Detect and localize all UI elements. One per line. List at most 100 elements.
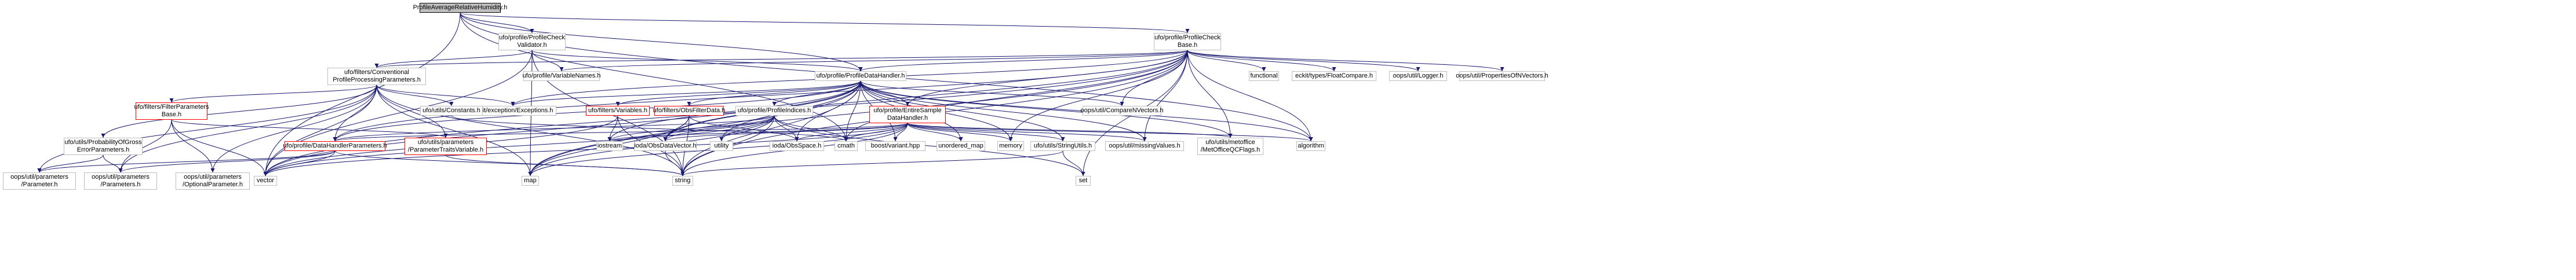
edge-pcheck_base-to-missing_values (1142, 50, 1188, 142)
edge-filter_params_base-to-vector (171, 119, 268, 176)
node-oops-parameter[interactable]: oops/util/parameters /Parameter.h (3, 172, 76, 190)
node-ufo-filters-variables[interactable]: ufo/filters/Variables.h (586, 106, 650, 116)
node-variable-names[interactable]: ufo/profile/VariableNames.h (523, 71, 600, 81)
edge-pcheck_base-to-algorithm (1187, 50, 1313, 142)
edge-data_handler-to-cmath (844, 80, 861, 142)
edge-pcheck_base-to-variable_names (559, 50, 1188, 72)
edge-constants-to-cmath (451, 115, 848, 142)
edge-prob_gross_error-to-oops_param (37, 154, 104, 173)
node-utility[interactable]: utility (710, 141, 733, 151)
edge-pcheck_base-to-float_compare (1187, 50, 1336, 72)
node-eckit-exceptions[interactable]: eckit/exception/Exceptions.h (469, 106, 556, 116)
node-map[interactable]: map (522, 176, 539, 186)
node-conventional-profile-processing-parameters[interactable]: ufo/filters/Conventional ProfileProcessi… (327, 68, 426, 85)
node-vector[interactable]: vector (254, 176, 277, 186)
edge-pcheck_base-to-vector (263, 50, 1188, 176)
edge-data_handler-to-ufo_variables (615, 80, 861, 106)
node-algorithm[interactable]: algorithm (1296, 141, 1325, 151)
node-boost-variant[interactable]: boost/variant.hpp (865, 141, 926, 151)
node-iostream[interactable]: iostream (596, 141, 623, 151)
edge-conv_params-to-oops_params (118, 84, 377, 173)
node-data-handler-parameters[interactable]: ufo/profile/DataHandlerParameters.h (283, 141, 387, 151)
edge-pcheck_validator-to-conv_params (374, 50, 533, 68)
edge-pcheck_base-to-logger (1187, 50, 1420, 72)
edge-conv_params-to-oops_param (37, 84, 377, 173)
node-profile-average-relative-humidity: ProfileAverageRelativeHumidity.h (413, 3, 507, 13)
edge-string_utils-to-string (680, 150, 1063, 176)
edge-conv_params-to-eckit_exceptions (376, 84, 515, 106)
node-profile-data-handler[interactable]: ufo/profile/ProfileDataHandler.h (815, 71, 906, 81)
node-profile-check-validator[interactable]: ufo/profile/ProfileCheck Validator.h (498, 33, 566, 50)
edge-root-to-cmath (460, 12, 848, 142)
edge-data_handler-to-string (680, 80, 861, 176)
edge-data_handler-to-missing_values (860, 80, 1147, 142)
node-unordered-map[interactable]: unordered_map (937, 141, 985, 151)
edge-conv_params-to-constants (376, 84, 454, 106)
node-met-office-qc-flags[interactable]: ufo/utils/metoffice /MetOfficeQCFlags.h (1197, 138, 1263, 155)
node-set[interactable]: set (1076, 176, 1091, 186)
edge-profile_indices-to-dh_params (333, 115, 775, 142)
edge-prob_gross_error-to-oops_params (103, 154, 123, 173)
node-optional-parameter[interactable]: oops/util/parameters /OptionalParameter.… (176, 172, 250, 190)
edge-entire_sample-to-met_office_qc (907, 123, 1233, 138)
edge-profile_indices-to-set (774, 115, 1085, 176)
edge-param_traits-to-string (445, 154, 685, 176)
edge-pcheck_base-to-map (528, 50, 1188, 176)
node-oops-parameters[interactable]: oops/util/parameters /Parameters.h (84, 172, 157, 190)
edge-entire_sample-to-dh_params (333, 123, 908, 142)
edge-pcheck_validator-to-vector (263, 50, 533, 176)
edge-profile_indices-to-obs_data_vector (663, 115, 775, 142)
edge-entire_sample-to-unordered_map (907, 123, 963, 142)
edge-entire_sample-to-missing_values (907, 123, 1147, 142)
edge-entire_sample-to-obs_data_vector (663, 123, 908, 142)
edge-dh_params-to-oops_param (37, 150, 336, 173)
node-parameter-traits-variable[interactable]: ufo/utils/parameters /ParameterTraitsVar… (405, 138, 487, 155)
edge-data_handler-to-eckit_exceptions (511, 80, 861, 106)
edge-data_handler-to-obs_filter_data (687, 80, 861, 106)
node-functional[interactable]: functional (1249, 71, 1279, 81)
node-entire-sample-data-handler[interactable]: ufo/profile/EntireSample DataHandler.h (869, 106, 946, 123)
edge-root-to-pcheck_validator (460, 12, 534, 34)
edge-pcheck_validator-to-data_handler (531, 50, 863, 72)
edge-string_utils-to-set (1062, 150, 1085, 176)
node-oops-properties-of-nvectors[interactable]: oops/util/PropertiesOfNVectors.h (1456, 71, 1548, 81)
node-profile-indices[interactable]: ufo/profile/ProfileIndices.h (735, 106, 813, 116)
edge-data_handler-to-iostream (607, 80, 861, 142)
node-oops-logger[interactable]: oops/util/Logger.h (1389, 71, 1447, 81)
edge-entire_sample-to-algorithm (907, 123, 1313, 142)
edge-data_handler-to-string_utils (860, 80, 1065, 142)
edge-obs_filter_data-to-obs_space (688, 115, 799, 142)
edge-pcheck_base-to-props_of_nvectors (1187, 50, 1504, 72)
edge-pcheck_base-to-dh_params (333, 50, 1188, 142)
edge-conv_params-to-map (376, 84, 533, 176)
node-profile-check-base[interactable]: ufo/profile/ProfileCheck Base.h (1154, 33, 1221, 50)
node-string[interactable]: string (672, 176, 693, 186)
node-eckit-float-compare[interactable]: eckit/types/FloatCompare.h (1292, 71, 1376, 81)
edge-conv_params-to-string (376, 84, 685, 176)
edge-conv_params-to-optional_param (210, 84, 377, 173)
edge-pcheck_base-to-conv_params (375, 50, 1188, 68)
edge-conv_params-to-param_traits (376, 84, 448, 138)
edge-dh_params-to-oops_params (118, 150, 336, 173)
node-memory[interactable]: memory (997, 141, 1024, 151)
node-oops-missing-values[interactable]: oops/util/missingValues.h (1105, 141, 1184, 151)
node-oops-compare-nvectors[interactable]: oops/util/CompareNVectors.h (1080, 106, 1164, 116)
edge-profile_indices-to-cmath (774, 115, 848, 142)
edge-pcheck_base-to-met_office_qc (1187, 50, 1233, 138)
node-probability-of-gross-error-parameters[interactable]: ufo/utils/ProbabilityOfGross ErrorParame… (64, 138, 143, 155)
node-ioda-obs-space[interactable]: ioda/ObsSpace.h (770, 141, 824, 151)
node-ufo-constants[interactable]: ufo/utils/Constants.h (420, 106, 483, 116)
edge-data_handler-to-compare_nvectors (860, 80, 1124, 106)
edge-pcheck_base-to-entire_sample (905, 50, 1188, 106)
edge-obs_data_vector-to-string (665, 150, 685, 176)
node-ioda-obs-data-vector[interactable]: ioda/ObsDataVector.h (634, 141, 697, 151)
node-cmath[interactable]: cmath (835, 141, 858, 151)
edge-conv_params-to-filter_params_base (169, 84, 377, 103)
node-obs-filter-data[interactable]: ufo/filters/ObsFilterData.h (653, 106, 725, 116)
edge-conv_params-to-dh_params (333, 84, 377, 142)
node-string-utils[interactable]: ufo/utils/StringUtils.h (1030, 141, 1095, 151)
node-filter-parameters-base[interactable]: ufo/filters/FilterParameters Base.h (134, 102, 209, 120)
edge-dh_params-to-vector (263, 150, 336, 176)
